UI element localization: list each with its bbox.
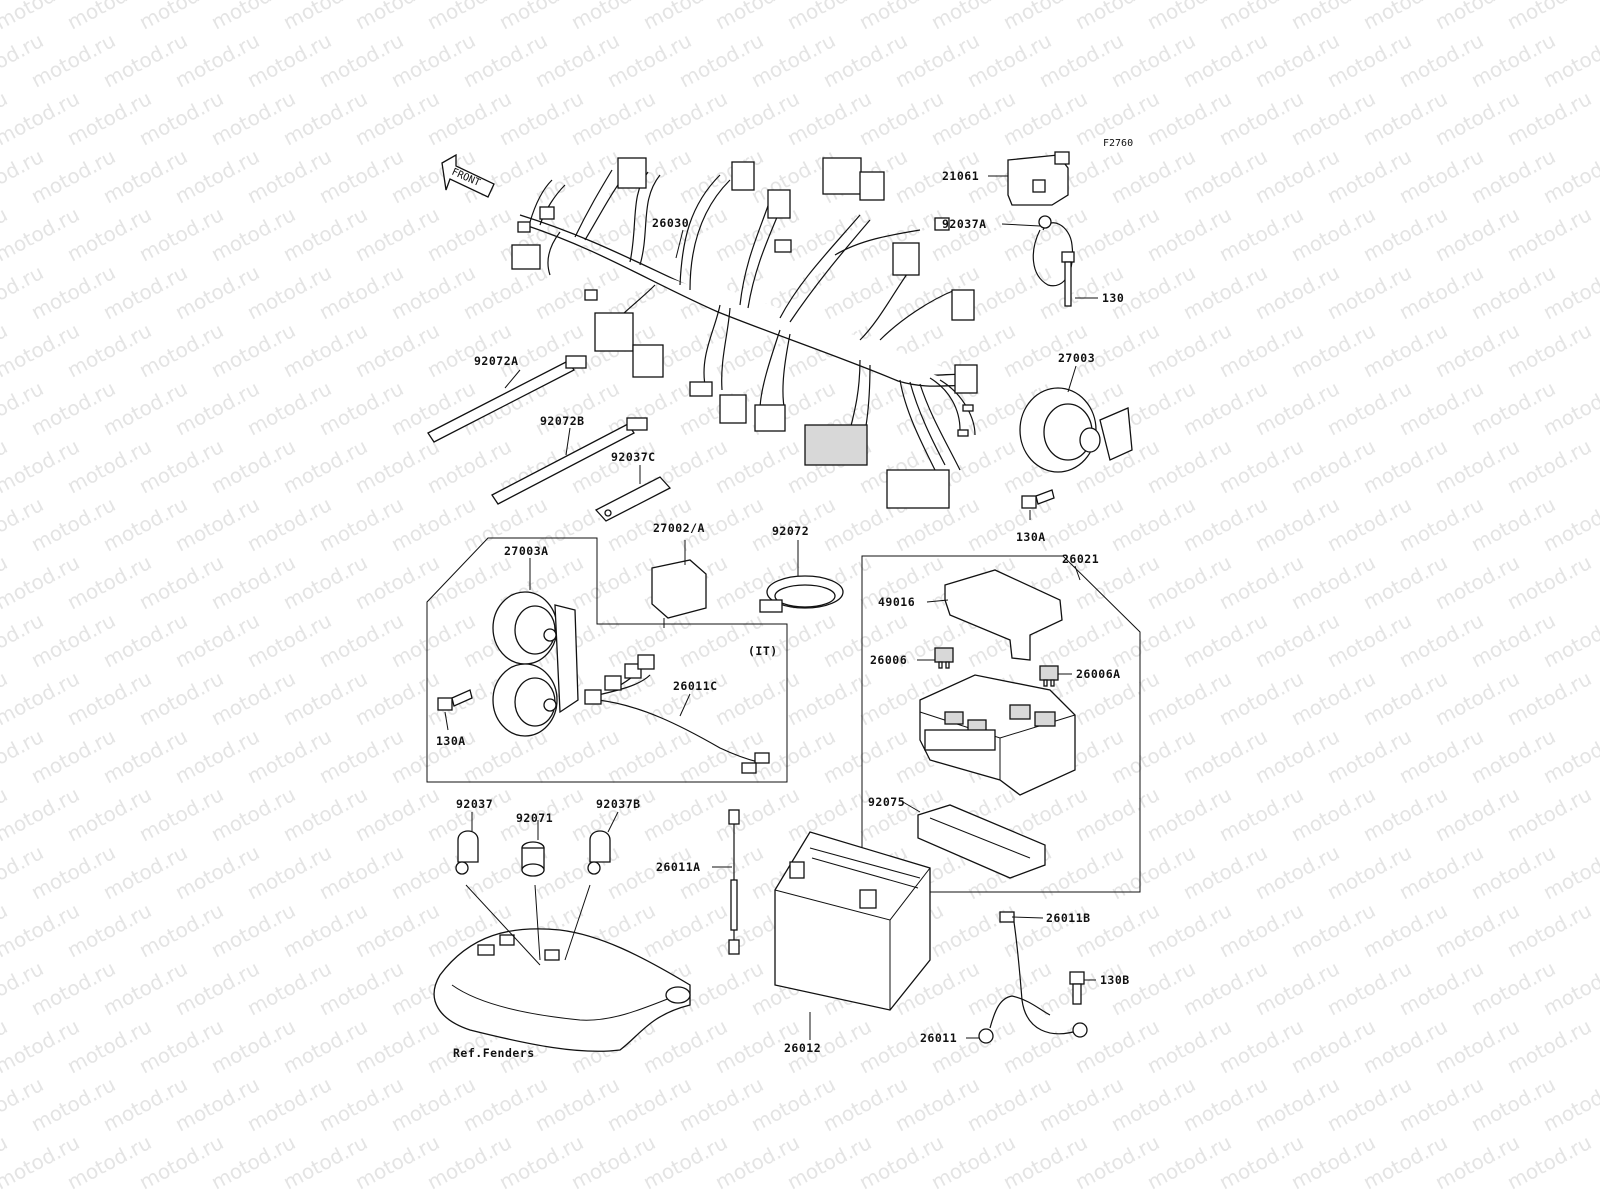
label-130: 130 [1102, 291, 1124, 305]
label-130A-top: 130A [1016, 530, 1046, 544]
part-27002A-relay[interactable] [651, 559, 707, 628]
part-21061[interactable] [1007, 151, 1070, 206]
reference-fender[interactable] [433, 928, 691, 1052]
part-49016-cover[interactable] [944, 569, 1063, 661]
part-130B-bolt[interactable] [1069, 971, 1085, 1005]
watermark-text: motod.ru [1503, 0, 1595, 34]
label-92072: 92072 [772, 524, 809, 538]
label-130A-box: 130A [436, 734, 466, 748]
group-outline-26021 [861, 555, 1141, 893]
label-21061: 21061 [942, 169, 979, 183]
part-92037B-clamp[interactable] [587, 830, 611, 875]
part-27003-horn[interactable] [1019, 387, 1133, 473]
label-92072B: 92072B [540, 414, 585, 428]
part-92072B-cable-tie[interactable] [491, 417, 648, 505]
label-26011C: 26011C [673, 679, 718, 693]
part-130A-bolt-top[interactable] [1021, 489, 1055, 509]
part-26011-ground-lead[interactable] [978, 995, 1088, 1044]
main-harness-26030[interactable] [511, 157, 978, 509]
part-27003A-horns[interactable] [492, 591, 579, 737]
label-49016: 49016 [878, 595, 915, 609]
label-26021: 26021 [1062, 552, 1099, 566]
label-27003A: 27003A [504, 544, 549, 558]
label-26011: 26011 [920, 1031, 957, 1045]
group-outline-IT [426, 537, 788, 783]
label-92072A: 92072A [474, 354, 519, 368]
label-92037A: 92037A [942, 217, 987, 231]
label-26011A: 26011A [656, 860, 701, 874]
part-26011C-subharness[interactable] [584, 654, 770, 774]
label-92037B: 92037B [596, 797, 641, 811]
reference-code: F2760 [1103, 138, 1133, 149]
part-junction-box[interactable] [919, 674, 1076, 796]
part-92072A-cable-tie[interactable] [427, 355, 587, 443]
part-92037-clamp[interactable] [455, 830, 479, 875]
label-ref-fenders: Ref.Fenders [453, 1046, 535, 1060]
part-130-bolt[interactable] [1061, 251, 1075, 307]
label-IT: (IT) [748, 644, 778, 658]
label-26030: 26030 [652, 216, 689, 230]
part-92037C-clamp[interactable] [594, 476, 672, 522]
part-130A-bolt-box[interactable] [437, 689, 473, 711]
part-26006A-fuse[interactable] [1039, 665, 1059, 687]
label-26006: 26006 [870, 653, 907, 667]
label-26011B: 26011B [1046, 911, 1091, 925]
part-26011A-lead[interactable] [728, 809, 740, 955]
label-26012: 26012 [784, 1041, 821, 1055]
part-26012-battery[interactable] [774, 831, 931, 1011]
label-92037C: 92037C [611, 450, 656, 464]
part-26006-fuse[interactable] [934, 647, 954, 669]
label-26006A: 26006A [1076, 667, 1121, 681]
label-92037: 92037 [456, 797, 493, 811]
label-92071: 92071 [516, 811, 553, 825]
part-92072-band[interactable] [759, 575, 844, 613]
part-92071-grommet[interactable] [521, 841, 545, 877]
part-92075-tray[interactable] [917, 804, 1046, 879]
label-27003: 27003 [1058, 351, 1095, 365]
label-92075: 92075 [868, 795, 905, 809]
label-130B: 130B [1100, 973, 1130, 987]
label-27002A: 27002/A [653, 521, 705, 535]
